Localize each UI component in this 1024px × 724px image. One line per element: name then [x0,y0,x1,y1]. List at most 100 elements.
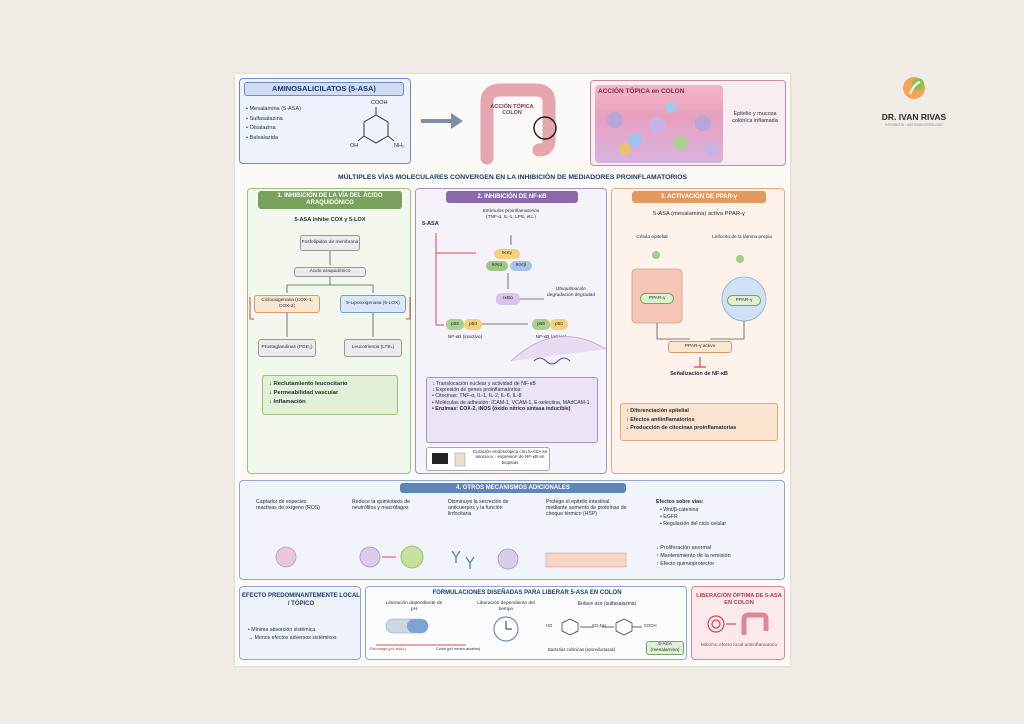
panel3-title: 3. ACTIVACIÓN DE PPAR-γ [632,191,766,203]
mechanism-item: Disminuye la secreción de anticuerpos y … [448,499,509,518]
cooh-label: COOH [371,100,388,106]
mucosa-box: ACCIÓN TÓPICA en COLON Epitelio y mucosa… [590,80,786,166]
nfkb-inactive-label: NF-κB (inactivo) [447,335,483,340]
mesalamine-structure-icon [357,107,395,144]
mechanism-item: Captador de especies reactivas de oxígen… [256,499,321,512]
local-effect-title: EFECTO PREDOMINANTEMENTE LOCAL / TÓPICO [242,593,360,607]
panel3-effects: ↑ Diferenciación epitelial ↑ Efectos ant… [620,403,778,441]
epitelio-label: Epitelio y mucosa colónica inflamada [732,111,778,124]
effect-item: ↑ Efectos antiinflamatorios [626,416,695,423]
pge-box: Prostaglandinas (PGE₂) [258,339,316,357]
nfkb-active-label: NF-κB (activo) [535,335,567,340]
fosfolipidos-box: Fosfolípidos de membrana [300,235,360,251]
ikb-node: IκBα [496,293,520,305]
local-item: → Menos efectos adversos sistémicos [248,635,337,641]
formulations-title: FORMULACIONES DISEÑADAS PARA LIBERAR 5-A… [432,590,622,596]
asa-label: 5-ASA [422,221,439,227]
formulation-icons [376,616,642,646]
panel1-title: 1. INHIBICIÓN DE LA VÍA DEL ÁCIDO ARAQUI… [258,191,402,209]
panel-nfkb: 2. INHIBICIÓN DE NF-κB 5-ASA Estímulos p… [415,188,607,474]
ikkg-node: IKKγ [494,249,520,259]
azo-label: Enlace azo (sulfasalazina) [577,601,637,607]
lymphocyte-label: Linfocito de la lámina propia [712,235,772,240]
local-effect-box: EFECTO PREDOMINANTEMENTE LOCAL / TÓPICO … [239,586,361,660]
panel-ppar: 3. ACTIVACIÓN DE PPAR-γ 5-ASA (mesalamin… [611,188,785,474]
optimal-effect: Máximo efecto local antiinflamatorio [700,643,778,648]
ppar-active-box: PPAR-γ activo [668,341,732,353]
ltb-box: Leucotrienos (LTB₄) [344,339,402,357]
drug-item: • Balsalazida [246,134,279,141]
ppar-node: PPAR-γ [640,293,674,304]
aminosalicilatos-title: AMINOSALICILATOS (5-ASA) [244,82,404,96]
panel4-title: 4. OTROS MECANISMOS ADICIONALES [400,483,626,493]
effect-item: ↓ Expresión de genes proinflamatorios: [432,387,522,394]
inflamed-cells-icon [607,101,717,155]
colon-icon [480,83,557,165]
ho-label: HO [546,623,553,628]
effect-item: ↓ Producción de citocinas proinflamatori… [626,425,737,431]
colon-label: ACCIÓN TÓPICA COLON [490,104,534,116]
cox-box: Ciclooxigenasa (COX-1, COX-2) [254,295,320,313]
panel2-effects: ↓ Translocación nuclear y actividad de N… [426,377,598,443]
drug-item: • Olsalazina [246,125,276,131]
via-item: • EGFR [660,514,678,520]
zoom-label: ACCIÓN TÓPICA en COLON [598,88,685,95]
drug-item: • Sulfasalazina [246,115,283,122]
infographic: AMINOSALICILATOS (5-ASA) • Mesalamina (5… [235,74,790,666]
arrow-right-icon [421,113,463,129]
so2-label: SO₂NH [592,623,606,628]
main-title: MÚLTIPLES VÍAS MOLECULARES CONVERGEN EN … [337,174,688,181]
panel-other: 4. OTROS MECANISMOS ADICIONALES Captador… [239,480,785,580]
formulations-box: FORMULACIONES DISEÑADAS PARA LIBERAR 5-A… [365,586,687,660]
asa-result-box: 5-ASA (mesalamina) [646,641,684,655]
aminosalicilatos-box: AMINOSALICILATOS (5-ASA) • Mesalamina (5… [239,78,411,164]
acido-box: Ácido araquidónico [294,267,366,277]
ph-label: Liberación dependiente de pH [385,601,443,612]
vias-title: Efectos sobre vías: [656,499,704,505]
via-item: • Wnt/β-catenina [660,507,699,513]
effect-item: • Citocinas: TNF-α, IL-1, IL-2, IL-6, IL… [432,393,522,400]
via-effect: ↑ Mantenimiento de la remisión [656,553,731,559]
optimal-release-title: LIBERACIÓN ÓPTIMA DE 5-ASA EN COLON [696,593,782,606]
optimal-release-box: LIBERACIÓN ÓPTIMA DE 5-ASA EN COLON Máxi… [691,586,785,660]
stomach-label: Estómago (pH ácido) [370,647,406,651]
oh-label: OH [350,143,359,149]
nfkb-signaling-label: Señalización de NF-κB [670,371,728,377]
panel2-title: 2. INHIBICIÓN DE NF-κB [446,191,578,203]
mucosa-image: ACCIÓN TÓPICA en COLON [595,85,723,163]
via-effect: ↑ Efecto quimioprotector [656,561,715,567]
effect-item: ↓ Inflamación [269,399,306,405]
brand-logo: DR. IVAN RIVAS INTERNISTA · GASTROENTERÓ… [864,72,964,132]
ppar-node: PPAR-γ [727,295,761,306]
logo-tagline: INTERNISTA · GASTROENTERÓLOGO [885,123,943,127]
estimulos-label: Estímulos proinflamatorios (TNF-α, IL-1,… [482,209,540,220]
via-item: • Regulación del ciclo celular [660,521,727,527]
effect-item: ↓ Permeabilidad vascular [269,390,339,396]
bacteria-label: Bacterias colónicas (azoreductasas) [548,647,616,652]
ubiq-label: Ubiquitinación degradación degradad [546,287,595,298]
epithelial-cell-label: Célula epitelial [636,235,668,240]
panel1-effects: ↓ Reclutamiento leucocitario ↓ Permeabil… [262,375,398,415]
nh2-label: NH₂ [394,143,405,149]
endoscope-icon [432,452,466,467]
mechanism-item: Reduce la quimiotaxis de neutrófilos y m… [352,499,410,512]
effect-item: • Enzimas: COX-2, iNOS (óxido nítrico si… [432,405,571,412]
logo-icon [903,77,925,99]
target-colon-icon [707,612,769,635]
logo-name: DR. IVAN RIVAS [881,112,947,122]
panel-arachidonic: 1. INHIBICIÓN DE LA VÍA DEL ÁCIDO ARAQUI… [247,188,411,474]
time-label: Liberación dependiente del tiempo [477,601,535,612]
p65-node: p65 [446,319,464,330]
via-effect: ↓ Proliferación anormal [656,545,712,551]
effect-item: • Moléculas de adhesión: ICAM-1, VCAM-1,… [432,399,590,406]
p50-node: p50 [464,319,482,330]
panel1-subtitle: 5-ASA inhibe COX y 5-LOX [294,217,366,223]
ikkb-node: IKKβ [510,261,532,271]
pathway-arrows [249,251,411,337]
ppar-cells-icon [631,251,767,368]
nfkb-arrows [435,233,607,365]
panel3-subtitle: 5-ASA (mesalamina) activa PPAR-γ [653,211,745,217]
local-item: • Mínima absorción sistémica [248,627,316,633]
cooh-label-2: COOH [644,623,657,628]
p65-active-node: p65 [532,319,550,330]
